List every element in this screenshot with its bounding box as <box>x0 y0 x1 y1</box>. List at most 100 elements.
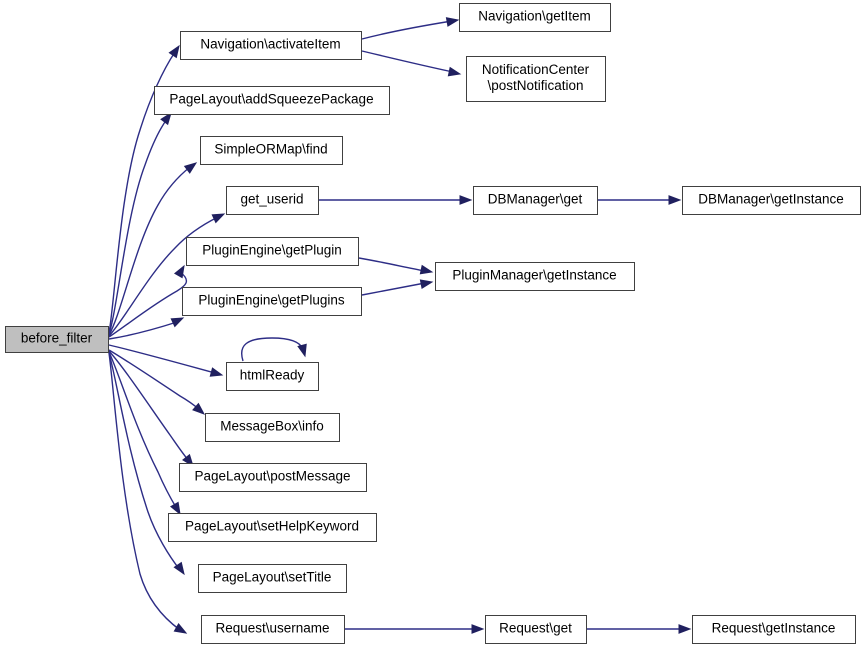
node-request_getInstance[interactable]: Request\getInstance <box>692 615 856 644</box>
edge-nav_activateItem-to-nav_getItem <box>361 17 460 40</box>
node-box[interactable] <box>201 615 345 644</box>
edge-line <box>108 216 219 337</box>
node-box[interactable] <box>5 326 109 353</box>
edge-line <box>361 20 453 40</box>
edge-line <box>241 337 304 362</box>
edge-before_filter-to-simpleormap_find <box>108 162 198 336</box>
node-label: PluginManager\getInstance <box>452 268 616 283</box>
node-label: PageLayout\postMessage <box>194 469 350 484</box>
arrowhead-icon <box>419 264 434 275</box>
edge-before_filter-to-get_userid <box>108 213 226 337</box>
edge-line <box>108 321 178 340</box>
arrowhead-icon <box>168 44 180 59</box>
node-box[interactable] <box>485 615 587 644</box>
node-get_userid[interactable]: get_userid <box>226 186 319 215</box>
node-messagebox_info[interactable]: MessageBox\info <box>205 413 340 442</box>
arrowhead-icon <box>169 501 181 516</box>
arrowhead-icon <box>447 66 462 77</box>
edge-nav_activateItem-to-notif_postNotification <box>361 50 462 77</box>
node-request_username[interactable]: Request\username <box>201 615 345 644</box>
node-pl_setTitle[interactable]: PageLayout\setTitle <box>198 564 347 593</box>
node-label: DBManager\getInstance <box>698 192 844 207</box>
node-box[interactable] <box>466 56 606 102</box>
edge-before_filter-to-pluginengine_getPlugin <box>108 264 188 338</box>
arrowhead-icon <box>170 317 185 328</box>
node-label: PageLayout\setHelpKeyword <box>185 519 359 534</box>
node-simpleormap_find[interactable]: SimpleORMap\find <box>200 136 343 165</box>
edge-pluginengine_getPlugin-to-pluginmanager_getInstance <box>358 257 434 275</box>
node-before_filter[interactable]: before_filter <box>5 326 109 353</box>
edge-line <box>108 166 191 336</box>
node-dbmanager_getInstance[interactable]: DBManager\getInstance <box>682 186 861 215</box>
node-box[interactable] <box>692 615 856 644</box>
node-box[interactable] <box>459 3 611 32</box>
edge-line <box>361 50 454 73</box>
edge-before_filter-to-pl_addSqueezePackage <box>108 111 172 335</box>
arrowhead-icon <box>211 213 226 224</box>
edge-before_filter-to-pluginengine_getPlugins <box>108 317 185 340</box>
node-label: Navigation\getItem <box>478 9 591 24</box>
edge-request_username-to-request_get <box>345 624 485 634</box>
node-box[interactable] <box>182 287 362 316</box>
node-box[interactable] <box>179 463 367 492</box>
node-box[interactable] <box>198 564 347 593</box>
edge-before_filter-to-nav_activateItem <box>108 44 180 334</box>
edge-line <box>361 282 426 296</box>
arrowhead-icon <box>173 561 185 576</box>
node-pl_setHelpKeyword[interactable]: PageLayout\setHelpKeyword <box>168 513 377 542</box>
edge-dbmanager_get-to-dbmanager_getInstance <box>598 195 682 205</box>
edge-line <box>358 257 426 272</box>
node-notif_postNotification[interactable]: NotificationCenter\postNotification <box>466 56 606 102</box>
node-pluginmanager_getInstance[interactable]: PluginManager\getInstance <box>435 262 635 291</box>
node-box[interactable] <box>226 186 319 215</box>
edge-line <box>108 349 201 411</box>
arrowhead-icon <box>183 162 198 174</box>
edge-before_filter-to-htmlReady <box>108 344 224 377</box>
node-nav_getItem[interactable]: Navigation\getItem <box>459 3 611 32</box>
node-label: PluginEngine\getPlugins <box>198 293 345 308</box>
node-label: NotificationCenter <box>482 62 590 77</box>
edge-line <box>108 51 176 334</box>
edge-htmlReady-to-htmlReady <box>241 337 307 362</box>
node-label: Request\get <box>499 621 572 636</box>
node-box[interactable] <box>473 186 598 215</box>
edge-before_filter-to-messagebox_info <box>108 349 206 415</box>
node-nav_activateItem[interactable]: Navigation\activateItem <box>180 31 362 60</box>
arrowhead-icon <box>160 111 172 126</box>
node-label: PageLayout\addSqueezePackage <box>169 92 373 107</box>
node-box[interactable] <box>226 362 319 391</box>
arrowhead-icon <box>471 624 485 634</box>
edge-line <box>108 352 181 631</box>
node-label: \postNotification <box>487 78 583 93</box>
node-box[interactable] <box>682 186 861 215</box>
node-label: Request\getInstance <box>712 621 836 636</box>
node-pluginengine_getPlugins[interactable]: PluginEngine\getPlugins <box>182 287 362 316</box>
node-box[interactable] <box>180 31 362 60</box>
arrowhead-icon <box>173 622 188 634</box>
edge-line <box>108 350 190 462</box>
node-label: get_userid <box>240 192 303 207</box>
node-box[interactable] <box>200 136 343 165</box>
node-box[interactable] <box>435 262 635 291</box>
node-dbmanager_get[interactable]: DBManager\get <box>473 186 598 215</box>
edge-before_filter-to-pl_setHelpKeyword <box>108 351 181 516</box>
edge-line <box>108 271 188 338</box>
node-box[interactable] <box>154 86 390 115</box>
node-pluginengine_getPlugin[interactable]: PluginEngine\getPlugin <box>186 237 359 266</box>
arrowhead-icon <box>668 195 682 205</box>
edge-line <box>108 352 181 571</box>
node-box[interactable] <box>168 513 377 542</box>
node-label: PageLayout\setTitle <box>213 570 332 585</box>
node-box[interactable] <box>205 413 340 442</box>
edge-before_filter-to-request_username <box>108 352 188 634</box>
node-pl_postMessage[interactable]: PageLayout\postMessage <box>179 463 367 492</box>
node-box[interactable] <box>186 237 359 266</box>
node-htmlReady[interactable]: htmlReady <box>226 362 319 391</box>
node-request_get[interactable]: Request\get <box>485 615 587 644</box>
node-label: Request\username <box>215 621 329 636</box>
node-label: Navigation\activateItem <box>200 37 340 52</box>
node-pl_addSqueezePackage[interactable]: PageLayout\addSqueezePackage <box>154 86 390 115</box>
arrowhead-icon <box>209 367 224 377</box>
